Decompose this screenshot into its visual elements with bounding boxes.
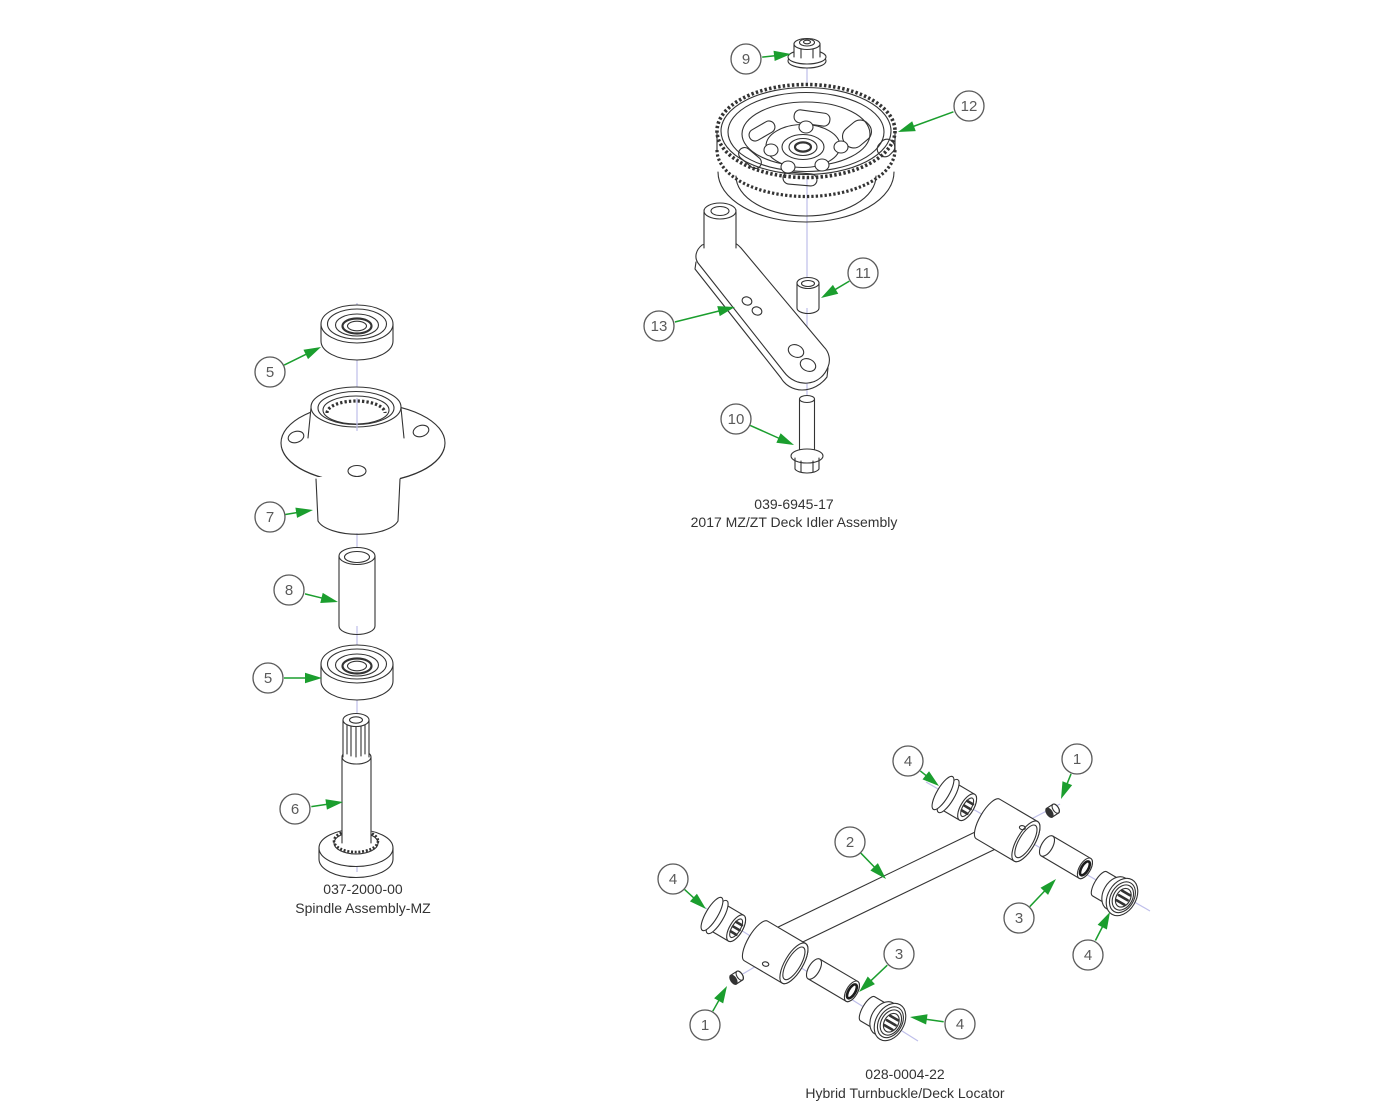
svg-text:2: 2 (846, 834, 854, 851)
leader-arrow-4-right (1094, 912, 1110, 941)
callout-8: 8 (273, 574, 305, 606)
callout-5-upper: 5 (254, 356, 286, 388)
idler-bolt (790, 394, 824, 474)
bushing-bottom (851, 987, 914, 1048)
callout-12: 12 (953, 90, 985, 122)
bearing-lower (320, 644, 394, 701)
idler-assembly: 9 12 11 13 10 039-6945-17 2017 MZ/ZT Dec… (643, 37, 985, 530)
leader-arrow-3-lower (859, 964, 888, 992)
bushing-left (695, 893, 753, 950)
leader-arrow-10 (749, 424, 794, 445)
leader-arrow-12 (898, 111, 954, 132)
leader-arrow-6 (311, 799, 343, 810)
turnbuckle-tube (741, 798, 1041, 985)
bushing-right (1083, 862, 1146, 923)
svg-text:4: 4 (1084, 947, 1092, 964)
leader-arrow-4-top (919, 770, 939, 786)
svg-text:5: 5 (264, 670, 272, 687)
leader-arrow-4-left (684, 888, 706, 909)
spindle-spacer (338, 546, 376, 636)
leader-arrow-3-upper (1029, 879, 1056, 908)
leader-arrow-11 (821, 280, 850, 298)
svg-text:5: 5 (266, 364, 274, 381)
svg-text:1: 1 (701, 1017, 709, 1034)
idler-arm (694, 202, 830, 391)
callout-9: 9 (730, 43, 762, 75)
spacer-upper (1035, 831, 1097, 883)
idler-pulley (715, 82, 897, 223)
svg-text:4: 4 (669, 871, 677, 888)
svg-text:7: 7 (266, 509, 274, 526)
leader-arrow-7 (285, 507, 313, 518)
leader-arrow-8 (304, 592, 338, 603)
callout-1-lower: 1 (689, 1009, 721, 1041)
set-screw-lower (727, 969, 746, 987)
callout-4-left: 4 (657, 863, 689, 895)
svg-text:6: 6 (291, 801, 299, 818)
spindle-part-number: 037-2000-00 (323, 881, 403, 897)
spacer-lower (802, 954, 864, 1006)
spindle-housing (280, 386, 446, 535)
leader-arrow-5-lower (284, 672, 322, 684)
idler-spacer (796, 276, 820, 315)
callout-4-bottom: 4 (944, 1008, 976, 1040)
idler-title: 2017 MZ/ZT Deck Idler Assembly (691, 514, 898, 530)
svg-text:4: 4 (904, 753, 912, 770)
callout-6: 6 (279, 793, 311, 825)
spindle-assembly: 5 7 8 5 6 037-2000-00 Spindle Assembly-M… (252, 303, 446, 916)
bushing-top (926, 772, 984, 829)
callout-3-lower: 3 (883, 938, 915, 970)
leader-arrow-4-bottom (910, 1014, 944, 1025)
svg-text:11: 11 (855, 265, 871, 282)
turnbuckle-title: Hybrid Turnbuckle/Deck Locator (805, 1085, 1005, 1101)
leader-arrow-1-upper (1061, 773, 1073, 799)
svg-text:9: 9 (742, 51, 750, 68)
svg-text:3: 3 (895, 946, 903, 963)
callout-4-right: 4 (1072, 939, 1104, 971)
svg-text:8: 8 (285, 582, 293, 599)
leader-arrow-1-lower (712, 986, 727, 1012)
callout-3-upper: 3 (1003, 902, 1035, 934)
callout-13: 13 (643, 310, 675, 342)
svg-text:1: 1 (1073, 751, 1081, 768)
callout-7: 7 (254, 501, 286, 533)
leader-arrow-13 (674, 306, 735, 323)
leader-arrow-2 (860, 852, 886, 879)
svg-text:12: 12 (961, 98, 978, 115)
spindle-shaft (318, 712, 394, 879)
svg-text:10: 10 (728, 411, 745, 428)
callout-1-upper: 1 (1061, 743, 1093, 775)
turnbuckle-assembly: 4 1 2 4 3 4 3 4 (657, 743, 1151, 1101)
leader-arrow-9 (762, 50, 791, 62)
turnbuckle-part-number: 028-0004-22 (865, 1066, 945, 1082)
tube-boss-left (741, 920, 809, 985)
svg-text:13: 13 (651, 318, 668, 335)
callout-2: 2 (834, 826, 866, 858)
bearing-upper (320, 304, 394, 361)
svg-text:3: 3 (1015, 910, 1023, 927)
leader-arrow-5-upper (283, 347, 321, 366)
callout-11: 11 (847, 257, 879, 289)
callout-4-top: 4 (892, 745, 924, 777)
flange-nut (787, 37, 827, 69)
svg-text:4: 4 (956, 1016, 964, 1033)
idler-part-number: 039-6945-17 (754, 496, 834, 512)
callout-5-lower: 5 (252, 662, 284, 694)
spindle-title: Spindle Assembly-MZ (295, 900, 431, 916)
tube-boss-right (973, 798, 1041, 863)
callout-10: 10 (720, 403, 752, 435)
